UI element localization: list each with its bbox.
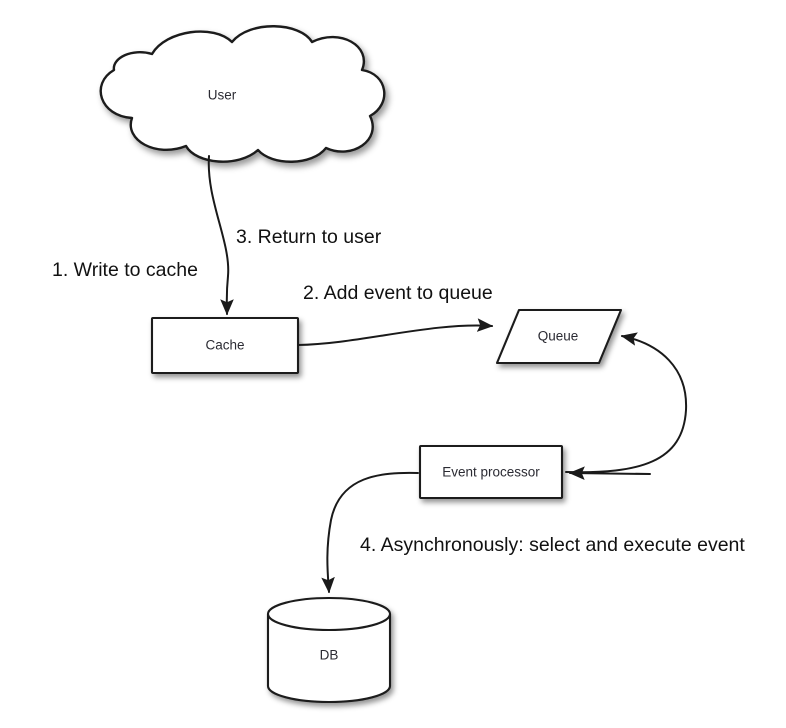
node-cache[interactable]: Cache xyxy=(150,316,300,375)
node-event-processor-label: Event processor xyxy=(442,465,540,480)
node-event-processor[interactable]: Event processor xyxy=(418,444,564,500)
edge-processor-to-db xyxy=(321,471,419,594)
edge-queue-to-processor xyxy=(568,466,651,480)
node-db-label: DB xyxy=(320,648,339,663)
edge-label-step-1: 1. Write to cache xyxy=(52,259,198,281)
edge-cache-to-queue xyxy=(297,318,494,346)
edge-label-step-4: 4. Asynchronously: select and execute ev… xyxy=(360,534,745,556)
node-queue-label: Queue xyxy=(538,329,579,344)
node-user[interactable]: User xyxy=(99,25,386,163)
node-queue[interactable]: Queue xyxy=(495,308,623,365)
node-db[interactable]: DB xyxy=(266,596,392,704)
edge-label-step-3: 3. Return to user xyxy=(236,226,382,248)
node-cache-label: Cache xyxy=(205,338,244,353)
edge-user-to-cache xyxy=(207,155,234,316)
node-user-label: User xyxy=(208,88,237,103)
edge-label-step-2: 2. Add event to queue xyxy=(303,282,493,304)
edge-processor-to-queue xyxy=(565,332,688,474)
